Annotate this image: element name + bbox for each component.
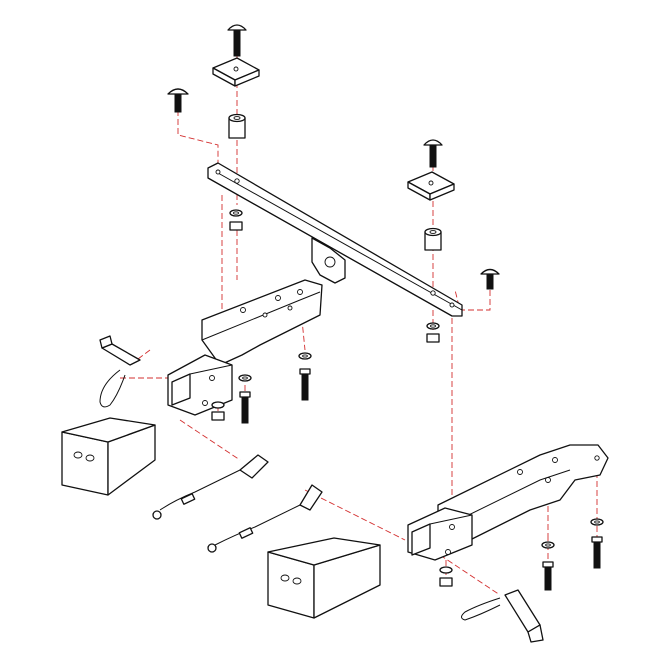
hex-nut [229, 209, 243, 231]
square-washer [407, 171, 455, 201]
right-hitch-bracket [407, 444, 609, 561]
safety-cable [152, 454, 269, 520]
hitch-receiver-insert [267, 537, 381, 619]
left-hitch-bracket [167, 279, 323, 416]
hex-bolt [541, 541, 555, 591]
carriage-bolt [480, 268, 500, 290]
carriage-bolt [227, 24, 247, 57]
hex-bolt [238, 374, 252, 424]
hex-nut [211, 401, 225, 421]
hex-nut [426, 322, 440, 343]
hitch-clip [99, 369, 126, 408]
spacer-tube [424, 227, 442, 251]
safety-cable [207, 484, 323, 553]
spacer-tube [228, 113, 246, 139]
carriage-bolt [423, 139, 443, 168]
hex-bolt [590, 518, 604, 569]
square-washer [212, 57, 260, 87]
alignment-guides [120, 55, 598, 596]
hitch-pin [504, 589, 544, 643]
hitch-clip [461, 597, 501, 621]
hex-nut [439, 566, 453, 587]
hex-bolt [298, 352, 312, 401]
crossbar [207, 162, 463, 317]
hitch-receiver-insert [61, 417, 156, 496]
carriage-bolt [167, 88, 189, 113]
hitch-pin [99, 335, 141, 366]
